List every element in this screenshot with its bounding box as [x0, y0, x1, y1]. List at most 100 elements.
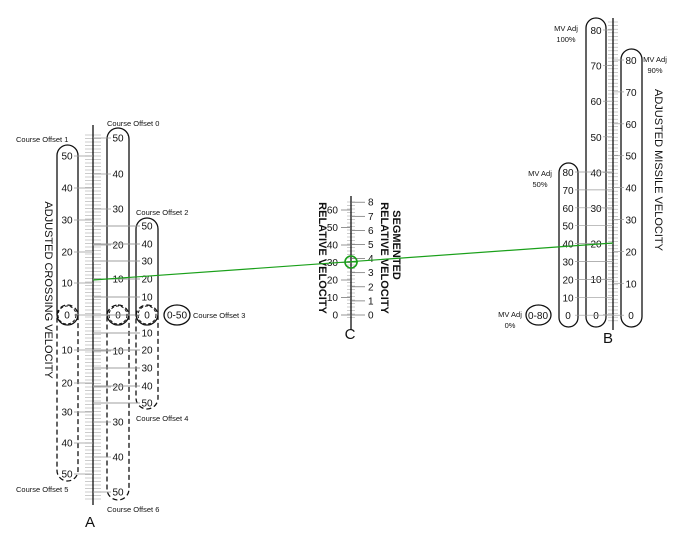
axis-c-left-value: 10 [327, 293, 339, 304]
axis-c-right-value: 7 [368, 212, 374, 223]
scale-value-label: 50 [112, 488, 124, 499]
scale-value-label: 40 [141, 240, 153, 251]
scale-caption: Course Offset 2 [136, 208, 188, 217]
scale-value-label: 10 [590, 275, 602, 286]
scale-value-label: 0 [115, 311, 121, 322]
axis-c-right-title: RELATIVE VELOCITY [378, 202, 390, 314]
scale-value-label: 80 [625, 56, 637, 67]
axis-b-title: ADJUSTED MISSILE VELOCITY [652, 89, 664, 252]
mv-adj-percent: 100% [556, 35, 576, 44]
scale-caption: Course Offset 5 [16, 485, 68, 494]
scale-value-label: 10 [112, 275, 124, 286]
mv-adj-percent: 0% [505, 321, 516, 330]
axis-b-letter: B [603, 330, 613, 347]
scale-value-label: 30 [141, 364, 153, 375]
scale-value-label: 70 [590, 62, 602, 73]
axis-c-right-value: 5 [368, 240, 374, 251]
scale-value-label: 40 [61, 439, 73, 450]
axis-c-letter: C [345, 326, 356, 343]
scale-capsule-course-offset-5 [56, 304, 79, 482]
scale-value-label: 10 [112, 347, 124, 358]
scale-value-label: 50 [625, 152, 637, 163]
scale-value-label: 70 [625, 88, 637, 99]
scale-value-label: 50 [562, 222, 574, 233]
scale-value-label: 30 [61, 408, 73, 419]
scale-value-label: 30 [112, 418, 124, 429]
axis-c-left-value: 40 [327, 241, 339, 252]
scale-value-label: 10 [625, 279, 637, 290]
scale-value-label: 60 [625, 120, 637, 131]
scale-value-label: 20 [141, 346, 153, 357]
scale-value-label: 0 [593, 311, 599, 322]
scale-value-label: 70 [562, 186, 574, 197]
scale-value-label: 30 [590, 204, 602, 215]
scale-caption: Course Offset 6 [107, 505, 159, 514]
axis-a-title: ADJUSTED CROSSING VELOCITY [42, 201, 54, 379]
scale-value-label: 10 [141, 293, 153, 304]
scale-value-label: 0 [64, 311, 70, 322]
scale-capsule-course-offset-6 [106, 304, 130, 501]
zero-marker [137, 305, 157, 325]
scale-value-label: 60 [562, 204, 574, 215]
scale-value-label: 0 [628, 311, 634, 322]
scale-caption: Course Offset 4 [136, 414, 188, 423]
scale-value-label: 20 [590, 240, 602, 251]
scale-value-label: 30 [61, 216, 73, 227]
axis-c-right-value: 8 [368, 198, 374, 209]
scale-value-label: 10 [61, 279, 73, 290]
scale-value-label: 40 [61, 184, 73, 195]
scale-value-label: 40 [590, 168, 602, 179]
scale-value-label: 50 [112, 134, 124, 145]
scale-value-label: 50 [61, 152, 73, 163]
zero-marker [57, 305, 77, 325]
scale-capsule-course-offset-3 [163, 304, 191, 326]
scale-value-label: 0 [565, 311, 571, 322]
scale-value-label: 10 [141, 329, 153, 340]
scale-value-label: 60 [590, 97, 602, 108]
axis-c-left-value: 0 [332, 311, 338, 322]
mv-adj-caption: MV Adj [498, 310, 522, 319]
axis-c-right-value: 3 [368, 268, 374, 279]
scale-value-label: 20 [61, 379, 73, 390]
axis-c-left-value: 20 [327, 276, 339, 287]
axis-a-letter: A [85, 514, 95, 531]
scale-value-label: 30 [625, 216, 637, 227]
scale-value-label: 20 [112, 241, 124, 252]
scale-value-label: 40 [141, 382, 153, 393]
scale-value-label: 0-50 [167, 311, 187, 322]
scale-value-label: 30 [141, 257, 153, 268]
scale-capsule-course-offset-1 [56, 144, 79, 326]
scale-caption: Course Offset 0 [107, 119, 159, 128]
mv-adj-caption: MV Adj [554, 24, 578, 33]
scale-capsule-course-offset-0 [106, 127, 130, 326]
axis-c-left-value: 50 [327, 223, 339, 234]
scale-value-label: 0-80 [528, 311, 548, 322]
axis-c-right-value: 0 [368, 311, 374, 322]
scale-value-label: 80 [590, 26, 602, 37]
scale-value-label: 50 [61, 470, 73, 481]
scale-value-label: 50 [141, 399, 153, 410]
scale-value-label: 10 [562, 293, 574, 304]
axis-c-right-value: 2 [368, 282, 374, 293]
scale-value-label: 30 [112, 205, 124, 216]
scale-value-label: 40 [112, 453, 124, 464]
scale-value-label: 10 [61, 346, 73, 357]
axis-c-segmented-title: SEGMENTED [390, 210, 402, 280]
mv-adj-capsule-0pct [525, 304, 552, 326]
scale-value-label: 30 [562, 258, 574, 269]
scale-value-label: 20 [61, 248, 73, 259]
axis-c-right-value: 6 [368, 226, 374, 237]
scale-value-label: 0 [144, 311, 150, 322]
mv-adj-capsule-90pct [620, 48, 643, 328]
scale-value-label: 20 [625, 247, 637, 258]
scale-caption: Course Offset 3 [193, 311, 245, 320]
scale-value-label: 40 [625, 184, 637, 195]
axis-c-left-title: RELATIVE VELOCITY [316, 202, 328, 314]
scale-caption: Course Offset 1 [16, 135, 68, 144]
scale-value-label: 50 [141, 222, 153, 233]
scale-value-label: 40 [562, 240, 574, 251]
scale-capsule-course-offset-4 [135, 304, 159, 410]
scale-value-label: 20 [141, 275, 153, 286]
axis-c-right-value: 1 [368, 296, 374, 307]
